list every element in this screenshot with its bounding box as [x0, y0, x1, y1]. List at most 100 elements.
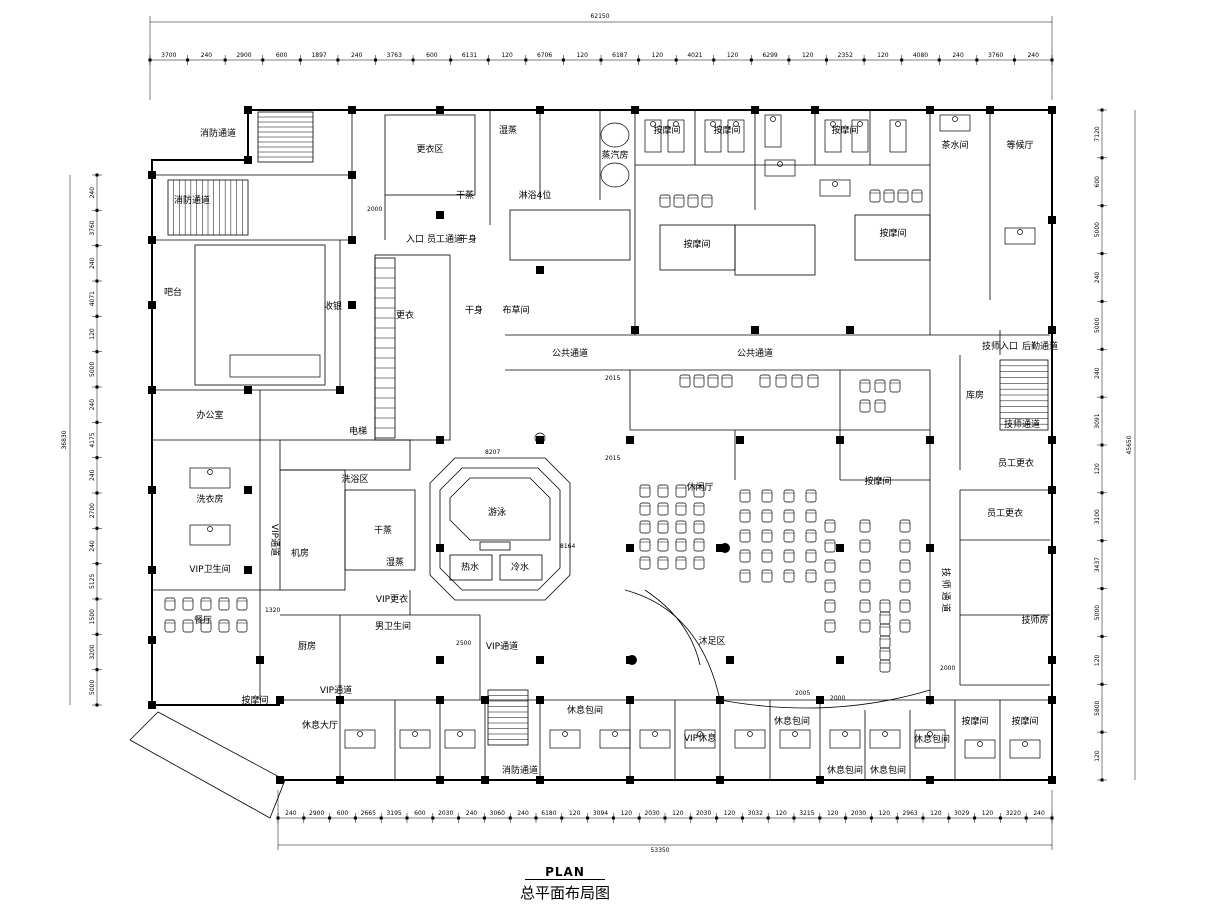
label-dressing: 更衣 — [396, 309, 414, 321]
column — [348, 301, 356, 309]
column — [436, 106, 444, 114]
right-dim-ticks: 7120600500024050002403091120310034375000… — [1094, 108, 1107, 782]
label-linen: 布草间 — [502, 304, 529, 316]
left-dim-13: 3200 — [89, 644, 96, 659]
column — [244, 386, 252, 394]
bottom-dim-22: 2030 — [851, 810, 866, 817]
column — [716, 544, 724, 552]
label-tech-corridor-v: 技 师 通 道 — [940, 568, 952, 613]
column — [481, 776, 489, 784]
column — [716, 696, 724, 704]
bottom-dim-11: 120 — [569, 810, 581, 817]
bottom-dim-26: 3029 — [954, 810, 969, 817]
label-rest-room: 休息包间 — [567, 704, 603, 716]
label-cold-pool: 冷水 — [511, 561, 529, 573]
bottom-dim-27: 120 — [982, 810, 994, 817]
top-dim-6: 3763 — [387, 52, 402, 59]
top-dim-3: 600 — [276, 52, 288, 59]
label-waiting: 等候厅 — [1006, 139, 1033, 151]
column — [336, 776, 344, 784]
label-machine-room: 机房 — [291, 547, 309, 559]
label-back-corridor: 后勤通道 — [1022, 340, 1058, 352]
caption-chinese: 总平面布局图 — [519, 884, 610, 902]
inner-dim-1: 2000 — [367, 206, 382, 213]
bottom-dim-28: 3220 — [1006, 810, 1021, 817]
label-rest-room-3: 休息包间 — [827, 764, 863, 776]
right-dim-2: 5000 — [1094, 222, 1101, 237]
inner-dim-9: 8164 — [560, 543, 575, 550]
bottom-dim-3: 2665 — [361, 810, 376, 817]
bottom-dim-17: 120 — [724, 810, 736, 817]
left-dim-8: 240 — [89, 469, 96, 481]
label-rest-room-2: 休息包间 — [774, 715, 810, 727]
left-dim-7: 4175 — [89, 432, 96, 447]
column — [436, 656, 444, 664]
column — [736, 436, 744, 444]
interior-walls — [152, 110, 1050, 780]
right-dim-3: 240 — [1094, 272, 1101, 284]
structural-columns — [148, 106, 1056, 784]
bottom-dim-23: 120 — [879, 810, 891, 817]
label-footbath: 沐足区 — [698, 635, 725, 647]
column — [148, 636, 156, 644]
column — [244, 486, 252, 494]
top-dim-23: 240 — [1027, 52, 1039, 59]
label-tea: 茶水间 — [941, 139, 968, 151]
column — [536, 266, 544, 274]
column — [726, 656, 734, 664]
column — [348, 106, 356, 114]
right-dim-10: 5000 — [1094, 605, 1101, 620]
right-dim-7: 120 — [1094, 463, 1101, 475]
column — [626, 544, 634, 552]
column — [536, 696, 544, 704]
label-rest-room-5: 休息包间 — [914, 733, 950, 745]
top-dim-22: 3760 — [988, 52, 1003, 59]
pool-area — [429, 457, 571, 601]
column — [836, 436, 844, 444]
dim-overall-bottom: 53350 — [650, 847, 669, 854]
label-wet-2: 湿蒸 — [386, 556, 404, 568]
column — [626, 436, 634, 444]
top-dim-7: 600 — [426, 52, 438, 59]
bottom-dim-6: 2030 — [438, 810, 453, 817]
label-massage-4: 按摩间 — [683, 238, 710, 250]
bottom-dim-2: 600 — [337, 810, 349, 817]
left-dim-3: 4071 — [89, 291, 96, 306]
column — [536, 436, 544, 444]
column — [926, 436, 934, 444]
top-dim-16: 6299 — [762, 52, 777, 59]
label-mens-wc: 男卫生间 — [375, 620, 411, 632]
label-pool: 游泳 — [488, 506, 506, 518]
left-dim-14: 5000 — [89, 680, 96, 695]
column — [631, 326, 639, 334]
inner-dim-6: 2015 — [605, 455, 620, 462]
label-cafe: 餐厅 — [194, 614, 212, 626]
column — [148, 386, 156, 394]
label-vip-dressing: VIP更衣 — [376, 593, 408, 605]
column — [436, 211, 444, 219]
column — [436, 696, 444, 704]
dim-overall-left: 36830 — [61, 430, 68, 449]
right-dim-4: 5000 — [1094, 318, 1101, 333]
top-dim-8: 6131 — [462, 52, 477, 59]
label-tech-corridor: 技师通道 — [1004, 418, 1040, 430]
label-bar: 吧台 — [164, 286, 182, 298]
bottom-dim-9: 240 — [517, 810, 529, 817]
left-dim-ticks: 2403760240407112050002404175240270024051… — [89, 173, 102, 707]
column — [244, 566, 252, 574]
column — [751, 106, 759, 114]
left-dim-10: 240 — [89, 540, 96, 552]
top-dim-21: 240 — [952, 52, 964, 59]
column — [348, 171, 356, 179]
column — [148, 486, 156, 494]
label-massage-left: 按摩间 — [241, 694, 268, 706]
label-fire-exit-left: 消防通道 — [174, 194, 210, 206]
column — [148, 566, 156, 574]
inner-dim-7: 2005 — [795, 690, 810, 697]
furniture — [164, 114, 1041, 759]
label-linen-top: 干身 — [459, 233, 477, 245]
column — [148, 236, 156, 244]
column — [986, 106, 994, 114]
